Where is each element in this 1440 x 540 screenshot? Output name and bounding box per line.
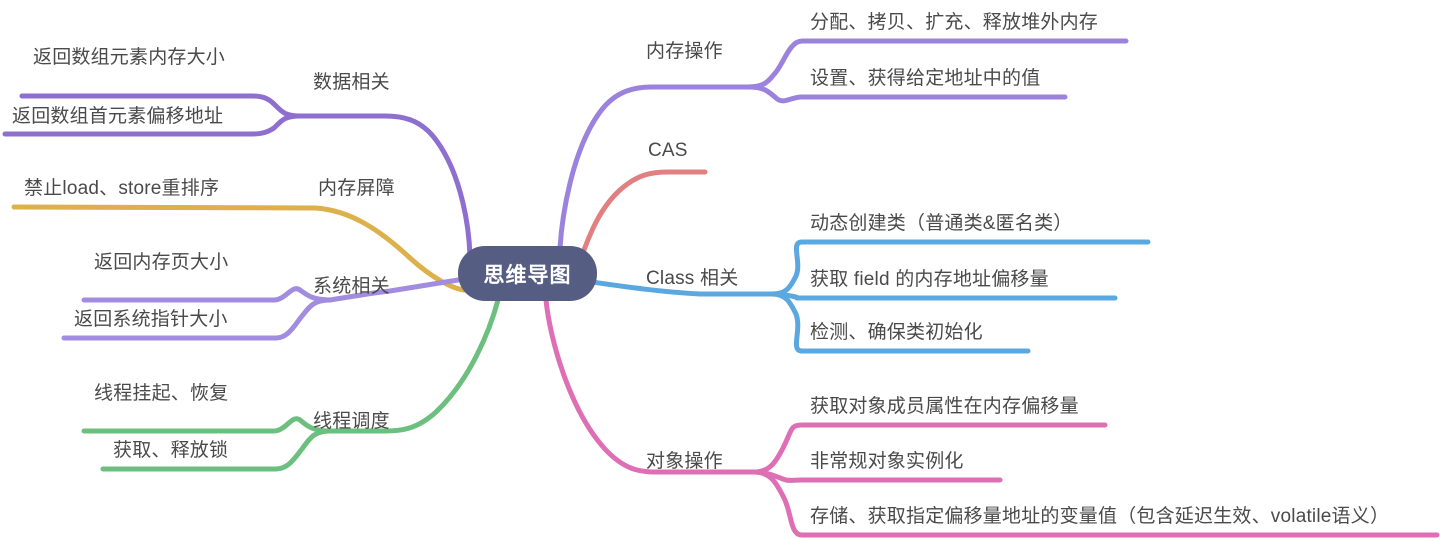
leaf-label[interactable]: 检测、确保类初始化: [810, 322, 983, 343]
leaf-label[interactable]: 返回系统指针大小: [74, 309, 228, 330]
leaf-label[interactable]: 获取、释放锁: [113, 440, 229, 461]
connector-memory-barrier: [11, 204, 467, 293]
root-node[interactable]: 思维导图: [458, 246, 597, 301]
leaf-label[interactable]: 线程挂起、恢复: [94, 383, 229, 404]
branch-label-memory-barrier[interactable]: 内存屏障: [318, 178, 395, 199]
leaf-label[interactable]: 存储、获取指定偏移量地址的变量值（包含延迟生效、volatile语义）: [810, 506, 1390, 527]
branch-label-system-related[interactable]: 系统相关: [313, 276, 390, 297]
root-node-label: 思维导图: [483, 263, 572, 287]
leaf-label[interactable]: 分配、拷贝、扩充、释放堆外内存: [810, 12, 1099, 33]
leaf-label[interactable]: 禁止load、store重排序: [24, 178, 220, 199]
leaf-label[interactable]: 返回数组元素内存大小: [33, 47, 226, 68]
connector-cas: [581, 169, 708, 253]
branch-label-memory-ops[interactable]: 内存操作: [646, 41, 723, 62]
leaf-label[interactable]: 动态创建类（普通类&匿名类）: [810, 213, 1073, 234]
leaf-label[interactable]: 获取对象成员属性在内存偏移量: [810, 396, 1079, 417]
leaf-label[interactable]: 返回内存页大小: [94, 252, 229, 273]
leaf-label[interactable]: 设置、获得给定地址中的值: [810, 68, 1041, 89]
branch-label-cas[interactable]: CAS: [648, 140, 688, 161]
branch-label-thread-schedule[interactable]: 线程调度: [313, 411, 390, 432]
leaf-label[interactable]: 返回数组首元素偏移地址: [12, 106, 224, 127]
leaf-label[interactable]: 非常规对象实例化: [810, 451, 964, 472]
branch-label-class-related[interactable]: Class 相关: [646, 268, 739, 289]
leaf-label[interactable]: 获取 field 的内存地址偏移量: [810, 269, 1049, 290]
branch-label-data-related[interactable]: 数据相关: [313, 72, 390, 93]
branch-label-object-ops[interactable]: 对象操作: [646, 451, 723, 472]
